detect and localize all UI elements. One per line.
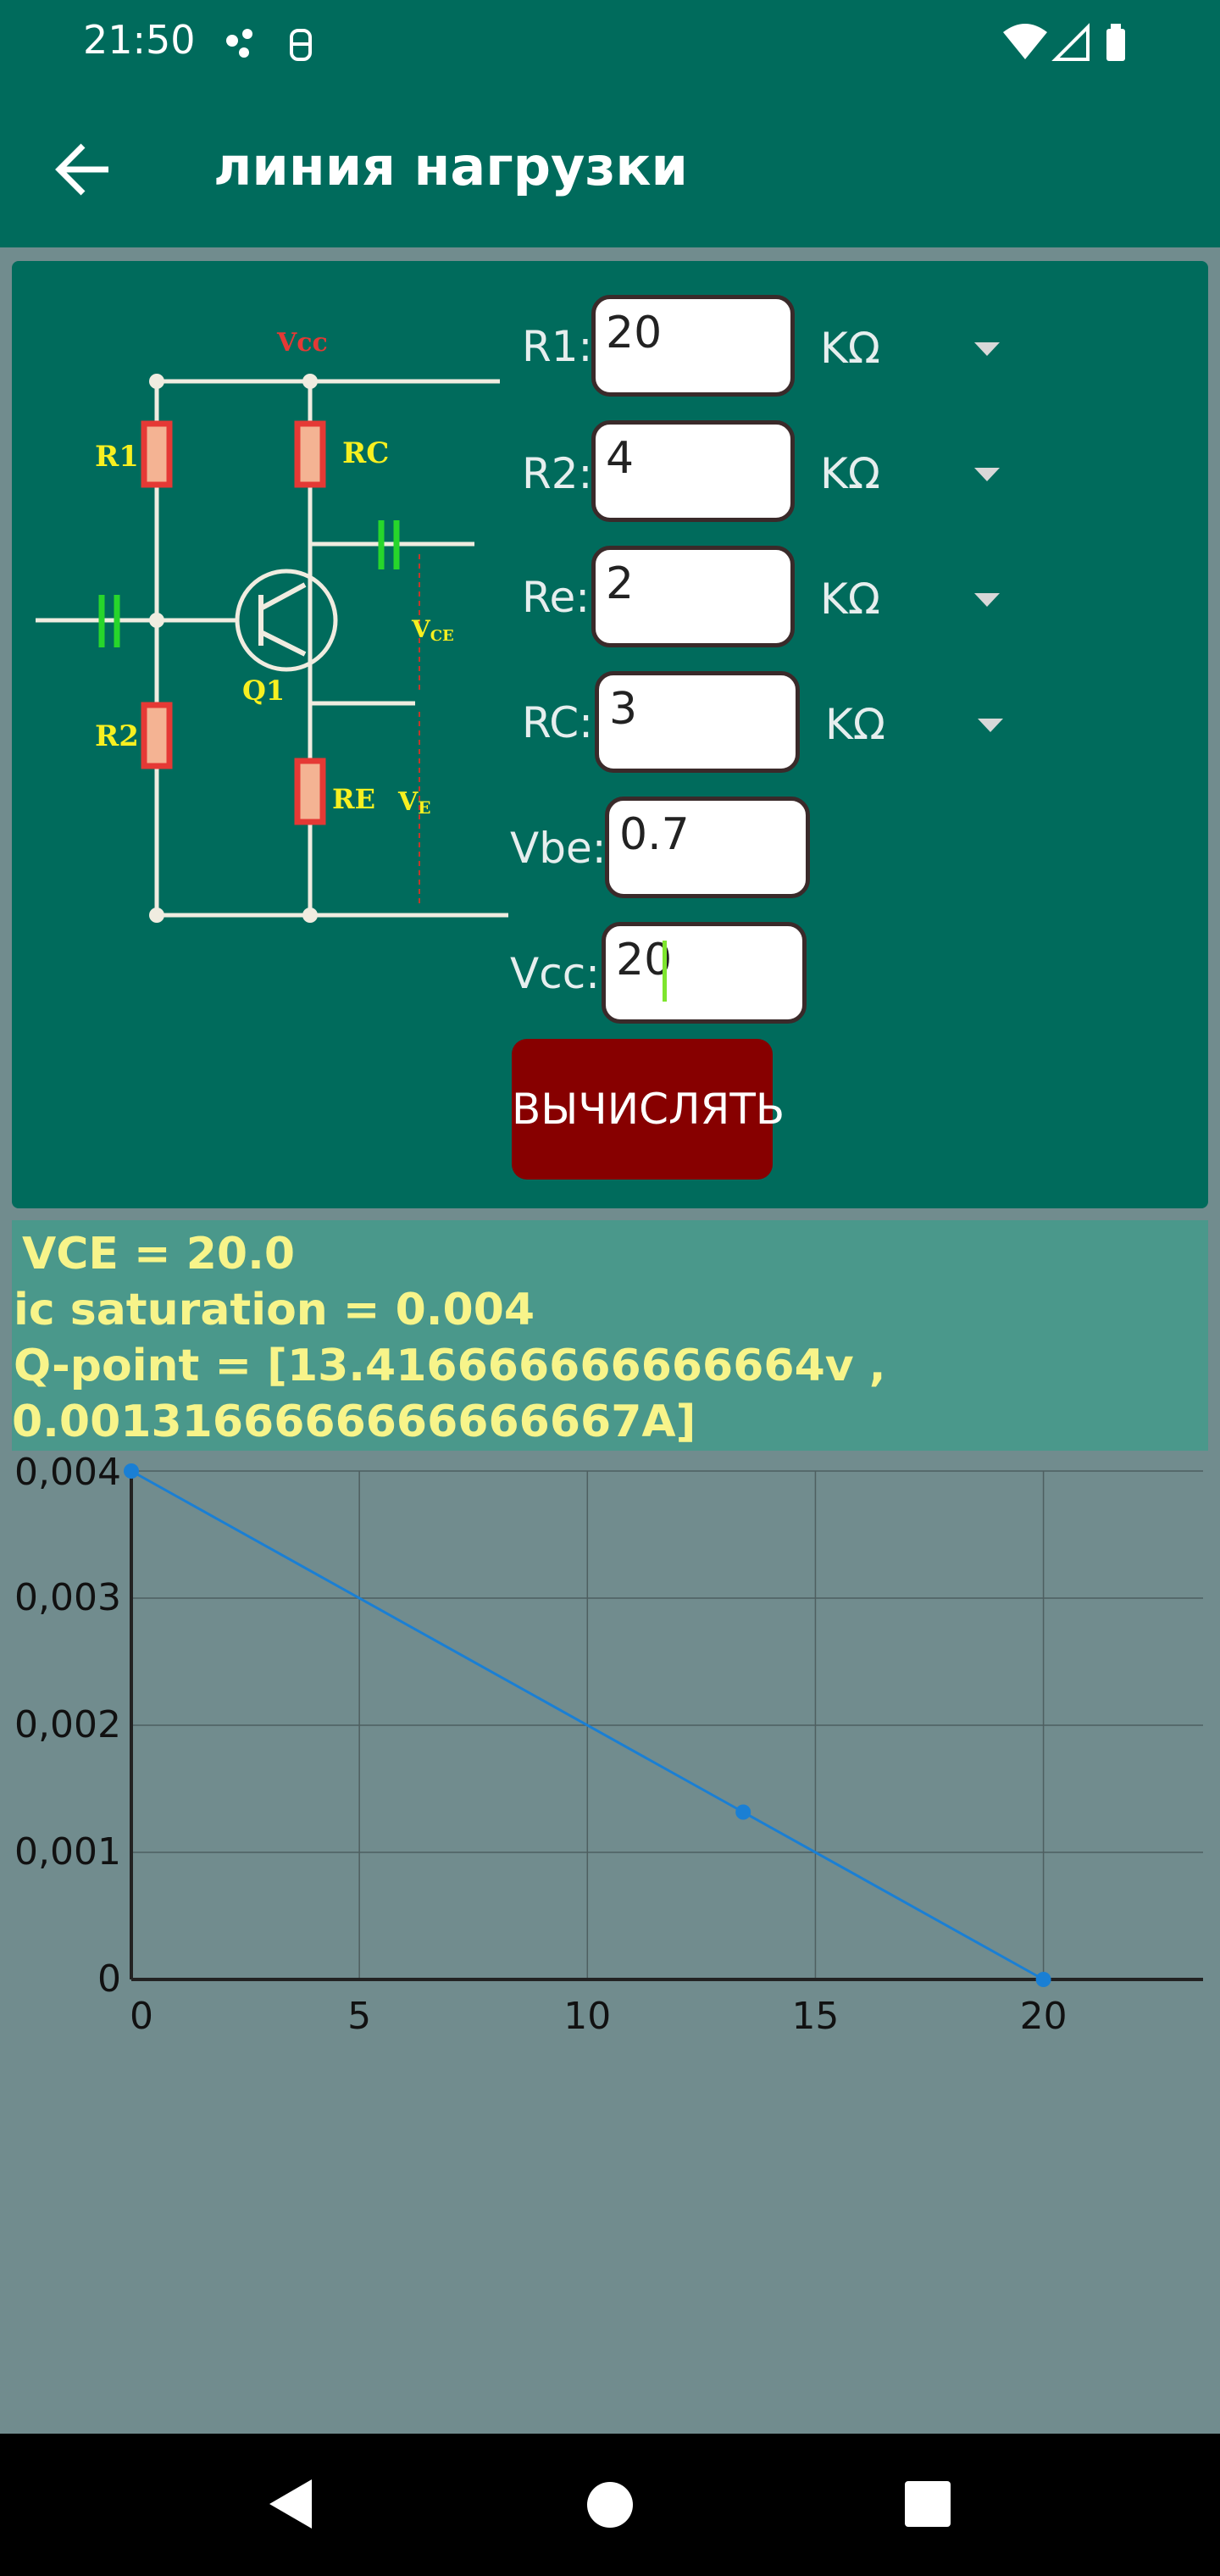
y-tick-label: 0,002 (14, 1703, 121, 1746)
load-line-chart: 0 5 10 15 20 0 0,001 0,002 0,003 0,004 (14, 1451, 1203, 2038)
calculate-button[interactable]: ВЫЧИСЛЯТЬ (512, 1039, 785, 1180)
r2-label-text: R2: (522, 449, 593, 498)
r1-label-text: R1: (522, 322, 593, 371)
rc-input[interactable]: 3 (595, 671, 800, 773)
text-cursor (663, 941, 667, 1002)
status-time: 21:50 (83, 17, 196, 63)
recents-square-icon[interactable] (900, 2476, 956, 2532)
x-tick-label: 0 (130, 1995, 153, 2038)
rc-label-text: RC: (522, 698, 594, 747)
r1-unit-dropdown-icon[interactable] (974, 342, 1000, 356)
re-label-text: Re: (522, 573, 591, 622)
page-title: линия нагрузки (214, 136, 688, 197)
re-unit-dropdown-icon[interactable] (974, 593, 1000, 607)
r1-input[interactable]: 20 (591, 295, 795, 397)
q1-label: Q1 (242, 675, 285, 707)
re-unit: KΩ (820, 575, 880, 624)
vcc-label-text: Vcc: (510, 949, 601, 998)
signal-icon (1051, 23, 1090, 61)
y-tick-label: 0,001 (14, 1830, 121, 1874)
y-tick-label: 0,004 (14, 1451, 121, 1494)
rc-unit: KΩ (825, 700, 885, 749)
x-tick-label: 15 (791, 1995, 839, 2038)
vcc-input[interactable]: 20 (602, 922, 807, 1024)
back-triangle-icon[interactable] (263, 2474, 322, 2534)
system-status-icons (1003, 23, 1125, 61)
result-ic-saturation: ic saturation = 0.004 (14, 1285, 535, 1335)
back-arrow-icon[interactable] (42, 127, 127, 212)
re-label: RE (332, 783, 375, 815)
vbe-label-text: Vbe: (510, 824, 607, 873)
ve-label: VE (397, 787, 431, 818)
r2-input[interactable]: 4 (591, 420, 795, 522)
x-tick-label: 10 (563, 1995, 611, 2038)
result-q-point-current: 0.0013166666666666667A] (12, 1396, 696, 1447)
data-point (1035, 1972, 1051, 1987)
data-point (124, 1463, 139, 1479)
x-tick-label: 5 (347, 1995, 371, 2038)
rc-label: RC (342, 436, 389, 470)
r2-label: R2 (95, 719, 139, 753)
data-point (735, 1804, 751, 1820)
result-vce: VCE = 20.0 (22, 1229, 296, 1280)
y-tick-label: 0 (97, 1957, 121, 2001)
home-circle-icon[interactable] (580, 2474, 640, 2535)
y-tick-label: 0,003 (14, 1576, 121, 1619)
rc-unit-dropdown-icon[interactable] (978, 719, 1003, 732)
re-input[interactable]: 2 (591, 546, 795, 647)
r1-unit: KΩ (820, 324, 880, 373)
r2-unit: KΩ (820, 449, 880, 498)
results-panel (12, 1220, 1208, 1451)
x-tick-label: 20 (1020, 1995, 1068, 2038)
result-q-point: Q-point = [13.416666666666664v , (14, 1341, 886, 1391)
notification-icons (226, 29, 312, 61)
wifi-icon (1003, 24, 1047, 59)
battery-icon (1106, 29, 1125, 61)
r2-unit-dropdown-icon[interactable] (974, 468, 1000, 481)
vce-label: VCE (411, 615, 454, 645)
transistor-circuit-diagram: Vcc R1 RC R2 RE Q1 VCE VE (36, 328, 508, 923)
vbe-input[interactable]: 0.7 (605, 797, 810, 898)
vcc-label: Vcc (276, 328, 328, 358)
app-bar (0, 88, 1220, 247)
r1-label: R1 (95, 440, 139, 474)
